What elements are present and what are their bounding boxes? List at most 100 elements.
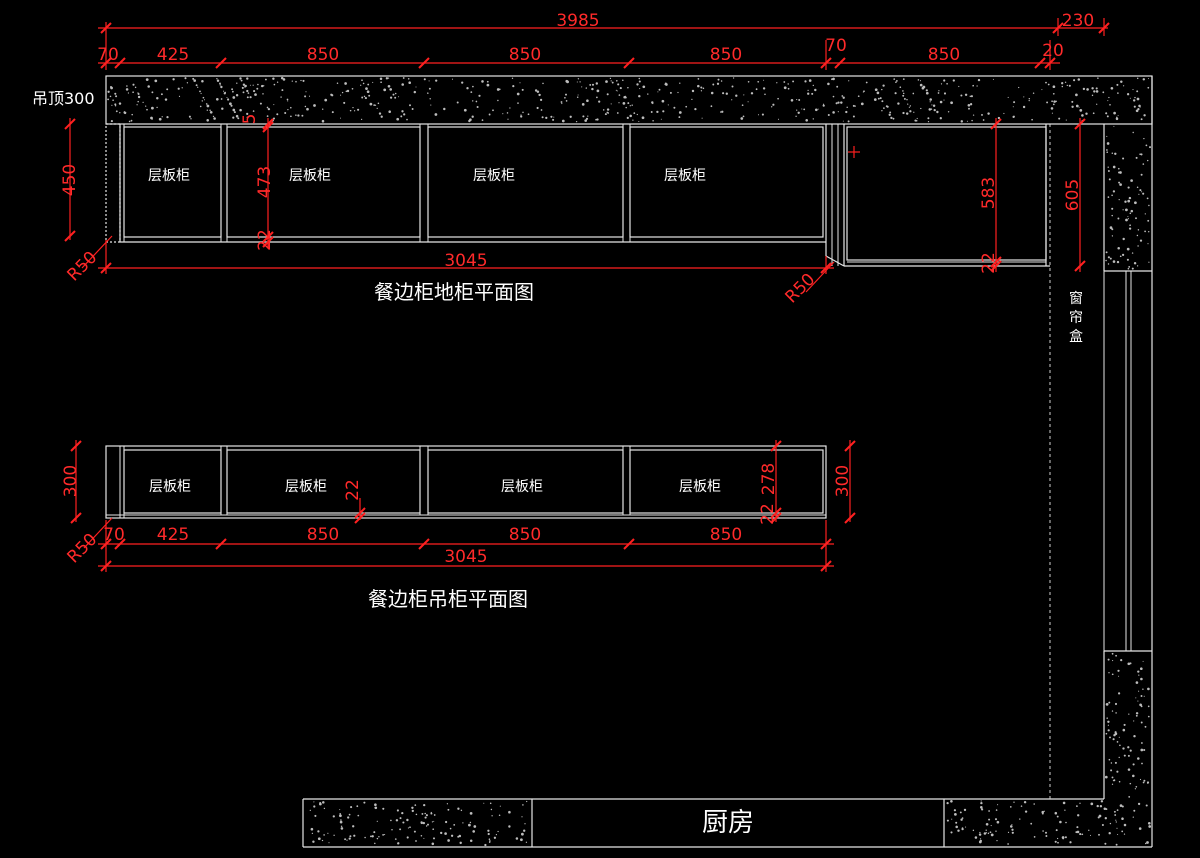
hatch-speck xyxy=(1118,199,1120,201)
hatch-speck xyxy=(989,831,992,834)
hatch-speck xyxy=(459,841,462,845)
hatch-speck xyxy=(246,116,249,119)
hatch-speck xyxy=(1059,820,1062,824)
hatch-speck xyxy=(423,803,426,807)
hatch-speck xyxy=(907,103,909,105)
hatch-speck xyxy=(313,805,316,808)
hatch-speck xyxy=(812,84,814,87)
hatch-speck xyxy=(1133,262,1137,265)
hatch-speck xyxy=(313,104,316,107)
hatch-speck xyxy=(456,101,459,104)
hatch-speck xyxy=(913,111,915,113)
hatch-speck xyxy=(1132,774,1135,778)
hatch-speck xyxy=(1127,267,1130,270)
hatch-speck xyxy=(372,81,374,83)
hatch-speck xyxy=(341,91,344,94)
hatch-speck xyxy=(323,834,325,836)
hatch-speck xyxy=(1132,816,1134,818)
hatch-speck xyxy=(287,100,289,102)
hatch-speck xyxy=(1129,662,1132,665)
hatch-speck xyxy=(842,96,845,99)
hatch-speck xyxy=(295,114,297,116)
hatch-speck xyxy=(521,832,524,836)
hatch-speck xyxy=(231,88,234,91)
dimension-tick xyxy=(990,260,1002,272)
hatch-speck xyxy=(109,95,112,98)
hatch-speck xyxy=(1103,807,1107,811)
hatch-speck xyxy=(636,113,638,116)
dimension-tick xyxy=(70,512,82,524)
hatch-speck xyxy=(584,119,587,122)
hatch-speck xyxy=(652,102,654,105)
hatch-speck xyxy=(1104,817,1107,820)
hatch-speck xyxy=(796,99,798,101)
hatch-speck xyxy=(1090,802,1094,806)
hatch-speck xyxy=(328,842,330,844)
hatch-speck xyxy=(763,79,765,81)
hatch-speck xyxy=(487,832,490,836)
hatch-speck xyxy=(164,98,168,101)
hatch-speck xyxy=(1088,829,1090,831)
hatch-speck xyxy=(115,95,118,98)
hatch-speck xyxy=(804,80,807,83)
hatch-speck xyxy=(1117,246,1120,250)
hatch-speck xyxy=(363,801,366,804)
hatch-speck xyxy=(1122,237,1125,241)
hatch-speck xyxy=(434,113,438,116)
hatch-speck xyxy=(565,79,569,83)
hatch-speck xyxy=(988,810,990,812)
hatch-speck xyxy=(1140,173,1143,176)
hatch-speck xyxy=(249,84,251,86)
hatch-speck xyxy=(267,107,271,111)
hatch-speck xyxy=(1091,94,1094,97)
hatch-speck xyxy=(1013,101,1016,104)
hatch-speck xyxy=(1114,814,1117,816)
hatch-speck xyxy=(1062,837,1064,840)
hatch-speck xyxy=(332,815,335,818)
hatch-speck xyxy=(965,826,967,828)
hatch-speck xyxy=(1136,77,1139,80)
hatch-speck xyxy=(890,116,893,120)
dimension-tick xyxy=(418,538,430,550)
hatch-speck xyxy=(585,87,587,89)
hatch-speck xyxy=(409,826,411,829)
dimension-tick xyxy=(354,512,366,524)
hatch-speck xyxy=(1007,831,1010,834)
hatch-speck xyxy=(469,118,472,121)
hatch-speck xyxy=(1033,803,1035,805)
hatch-speck xyxy=(606,108,610,111)
hatch-speck xyxy=(202,96,205,99)
hatch-speck xyxy=(1122,209,1124,211)
hatch-speck xyxy=(960,120,964,123)
hatch-speck xyxy=(509,107,511,109)
hatch-speck xyxy=(1120,658,1123,662)
hatch-speck xyxy=(1089,834,1092,836)
hatch-speck xyxy=(357,814,360,817)
hatch-speck xyxy=(524,823,526,825)
hatch-speck xyxy=(181,87,183,89)
hatch-speck xyxy=(629,114,632,118)
hatch-speck xyxy=(990,833,994,837)
hatch-speck xyxy=(606,111,609,114)
hatch-speck xyxy=(319,802,322,806)
dimension-tick xyxy=(623,57,635,69)
hatch-speck xyxy=(997,804,999,806)
hatch-speck xyxy=(967,103,971,107)
hatch-speck xyxy=(1032,92,1035,94)
hatch-speck xyxy=(209,109,211,111)
hatch-speck xyxy=(1137,245,1139,247)
hatch-speck xyxy=(145,105,147,107)
hatch-speck xyxy=(710,91,714,95)
dim-side-gap: 22 xyxy=(979,252,999,274)
hatch-speck xyxy=(1123,833,1126,835)
hatch-speck xyxy=(919,83,923,87)
hatch-speck xyxy=(1113,125,1115,127)
hatch-speck xyxy=(1011,823,1013,826)
hatch-speck xyxy=(971,119,973,122)
hatch-speck xyxy=(1041,812,1044,815)
hatch-speck xyxy=(576,96,579,99)
hatch-speck xyxy=(1142,78,1146,81)
hatch-speck xyxy=(411,809,414,813)
hatch-speck xyxy=(892,117,895,120)
hatch-speck xyxy=(650,111,653,113)
